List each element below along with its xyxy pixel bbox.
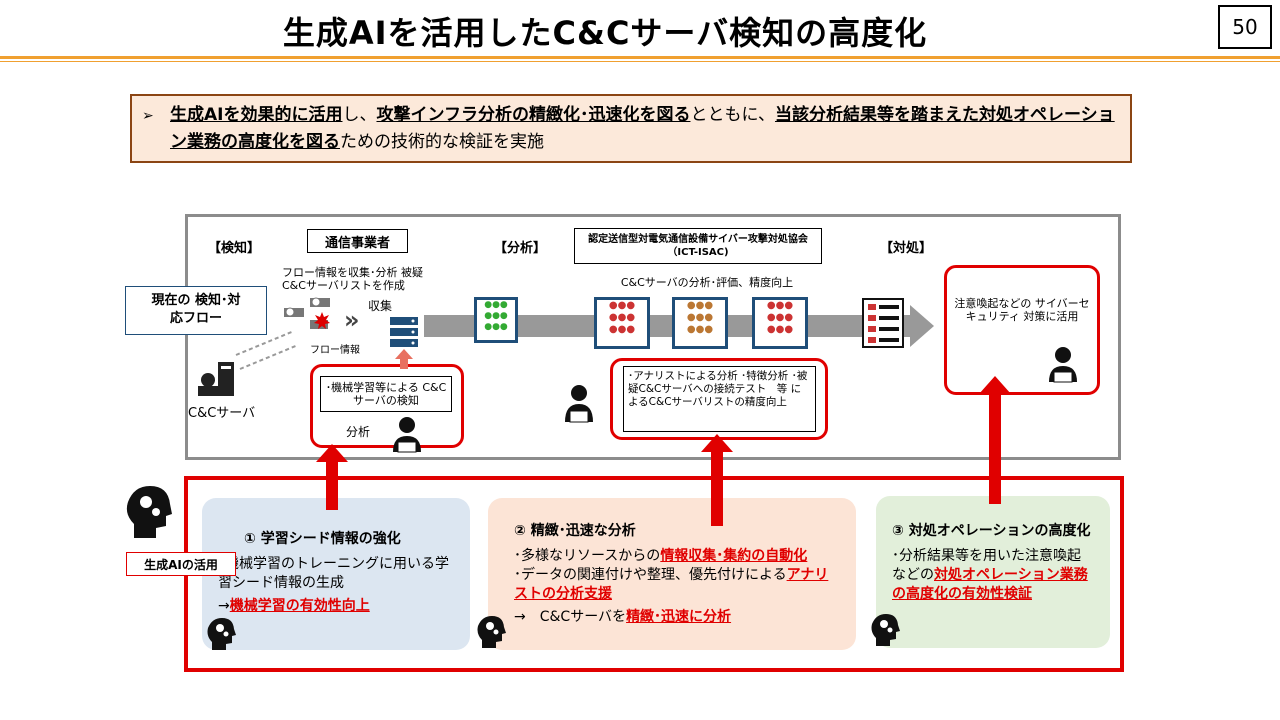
page-title: 生成AIを活用したC&Cサーバ検知の高度化 — [282, 14, 928, 52]
analysis-note: C&Cサーバの分析･評価、精度向上 — [620, 276, 794, 289]
collect-note: フロー情報を収集･分析 被疑C&Cサーバリストを作成 — [282, 266, 423, 292]
card-heading: ③ 対処オペレーションの高度化 — [892, 523, 1091, 539]
data-grid-1: ●●●●●●●●● — [474, 297, 518, 343]
carrier-label: 通信事業者 — [307, 229, 408, 253]
collect-label: 収集 — [368, 299, 393, 313]
sensor-camera-icon — [284, 297, 330, 329]
header-divider — [0, 56, 1280, 59]
summary-text: 生成AIを効果的に活用し、攻撃インフラ分析の精緻化･迅速化を図るとともに、当該分… — [170, 105, 1115, 152]
current-flow-label: 現在の 検知･対応フロー — [125, 286, 267, 335]
card-heading: ① 学習シード情報の強化 — [244, 531, 401, 547]
respond-heading: 【対処】 — [880, 241, 933, 256]
up-arrow-1 — [316, 444, 348, 510]
up-arrow-2 — [701, 434, 733, 526]
analyst-icon — [393, 417, 421, 453]
ai-head-icon-small — [477, 616, 506, 648]
summary-box: ➢ 生成AIを効果的に活用し、攻撃インフラ分析の精緻化･迅速化を図るとともに、当… — [130, 94, 1132, 163]
header-divider-thin — [0, 61, 1280, 62]
up-arrow-small-icon — [395, 349, 413, 369]
card-body: ･機械学習のトレーニングに用いる学習シード情報の生成 — [218, 556, 449, 591]
attacker-server-icon — [198, 362, 234, 396]
ml-detect-frame — [310, 364, 464, 448]
bullet-arrow-icon: ➢ — [142, 108, 154, 124]
card-result: 機械学習の有効性向上 — [229, 598, 370, 614]
page-number: 50 — [1218, 5, 1272, 49]
detect-heading: 【検知】 — [208, 241, 261, 256]
analyst-box: ･アナリストによる分析 ･特徴分析 ･被疑C&Cサーバへの接続テスト 等 による… — [623, 366, 816, 432]
card-heading: ② 精緻･迅速な分析 — [514, 523, 636, 539]
ml-detect-box: ･機械学習等による C&Cサーバの検知 — [320, 376, 452, 412]
cc-server-label: C&Cサーバ — [188, 406, 256, 421]
operator-icon — [1049, 347, 1077, 383]
alert-box: 注意喚起などの サイバーセキュリティ 対策に活用 — [954, 297, 1090, 323]
card-analysis: ② 精緻･迅速な分析 ･多様なリソースからの情報収集･集約の自動化 ･データの関… — [488, 498, 856, 650]
alert-frame — [944, 265, 1100, 395]
ai-head-icon-small — [871, 614, 900, 646]
report-list-icon — [862, 298, 904, 348]
isac-label: 認定送信型対電気通信設備サイバー攻撃対処協会 （ICT-ISAC) — [574, 228, 822, 264]
data-grid-3: ●●●●●●●●● — [672, 297, 728, 349]
card-result: 精緻･迅速に分析 — [626, 609, 732, 625]
ai-head-icon-small — [207, 618, 236, 650]
genai-label: 生成AIの活用 — [126, 552, 236, 576]
ai-head-icon — [126, 486, 172, 538]
server-icon — [390, 317, 418, 347]
chevron-right-icon: » — [344, 306, 360, 334]
card-operation: ③ 対処オペレーションの高度化 ･分析結果等を用いた注意喚起などの対処オペレーシ… — [876, 496, 1110, 648]
flow-info-label: フロー情報 — [310, 345, 360, 356]
card-seed-info: ① 学習シード情報の強化 ･機械学習のトレーニングに用いる学習シード情報の生成 … — [202, 498, 470, 650]
up-arrow-3 — [979, 376, 1011, 504]
data-grid-4: ●●●●●●●●● — [752, 297, 808, 349]
analysis-label: 分析 — [346, 425, 371, 439]
analyst-icon-2 — [565, 385, 593, 423]
traffic-arrows-icon — [235, 330, 299, 370]
data-grid-2: ●●●●●●●●● — [594, 297, 650, 349]
analyze-heading: 【分析】 — [494, 241, 547, 256]
